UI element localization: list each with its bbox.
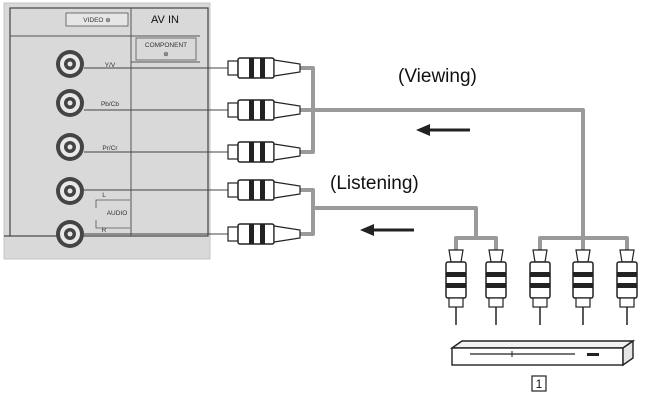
rca-plug-pr <box>227 141 301 163</box>
component-sub-label: ⊕ <box>163 51 169 58</box>
jack-pb <box>56 89 84 117</box>
jack-audio-l <box>56 177 84 205</box>
video-tab-label: VIDEO ⊕ <box>83 17 111 24</box>
rca-plug-device-3 <box>529 249 551 325</box>
rca-plug-y <box>227 57 301 79</box>
jack-pr-label: Pr/Cr <box>102 145 118 152</box>
jack-pr <box>56 133 84 161</box>
jack-wires <box>84 67 228 235</box>
av-in-panel: VIDEO ⊕ AV IN COMPONENT ⊕ Y/V Pb/Cb Pr/C… <box>3 2 211 260</box>
viewing-arrow-icon <box>416 124 470 136</box>
jack-pb-label: Pb/Cb <box>101 101 119 108</box>
rca-plug-device-2 <box>485 249 507 325</box>
device-number-badge: 1 <box>531 375 547 392</box>
playback-device <box>449 339 636 367</box>
rca-plug-device-5 <box>616 249 638 325</box>
jack-y <box>56 50 84 78</box>
jack-y-label: Y/V <box>105 62 116 69</box>
component-label: COMPONENT <box>145 42 187 49</box>
cables <box>300 66 629 250</box>
rca-plug-audio-l <box>227 179 301 201</box>
audio-label: AUDIO <box>107 210 128 217</box>
jack-audio-r <box>56 220 84 248</box>
rca-plugs-left <box>227 57 301 245</box>
panel-background <box>3 2 211 260</box>
listening-arrow-icon <box>360 224 414 236</box>
viewing-label: (Viewing) <box>398 66 477 87</box>
rca-plug-audio-r <box>227 223 301 245</box>
rca-plug-device-4 <box>572 249 594 325</box>
av-in-label: AV IN <box>151 14 179 26</box>
rca-plug-device-1 <box>445 249 467 325</box>
jack-r-label: R <box>102 227 107 234</box>
rca-plug-pb <box>227 99 301 121</box>
component-box <box>135 37 197 61</box>
video-tab-box <box>65 12 129 27</box>
listening-label: (Listening) <box>330 173 419 194</box>
panel-frame <box>9 7 209 237</box>
rca-plugs-device <box>445 249 638 325</box>
jack-l-label: L <box>102 192 106 199</box>
device-number: 1 <box>536 377 543 391</box>
